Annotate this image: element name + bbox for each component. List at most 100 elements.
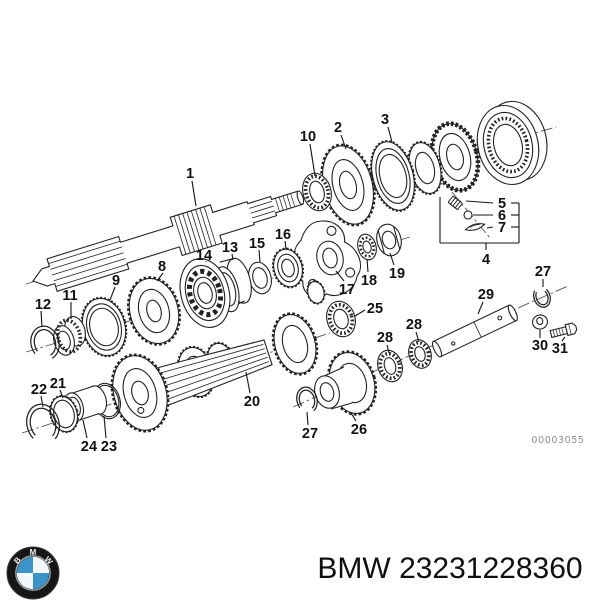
part-7-key xyxy=(464,223,486,231)
callout-17: 17 xyxy=(339,282,355,298)
callout-24: 24 xyxy=(81,439,97,455)
callout-10: 10 xyxy=(300,129,316,145)
part-29-idler-shaft xyxy=(431,304,518,358)
callout-28: 28 xyxy=(377,330,393,346)
leader-line xyxy=(366,258,369,273)
leader-line xyxy=(82,419,88,439)
leader-line xyxy=(465,200,494,204)
part-6-ball xyxy=(463,210,473,220)
callout-12: 12 xyxy=(35,297,51,313)
part-31-bolt xyxy=(549,322,578,339)
leader-line xyxy=(258,249,261,263)
callout-19: 19 xyxy=(389,266,405,282)
callout-2: 2 xyxy=(334,120,342,136)
part-18-washer xyxy=(357,233,377,261)
callout-29: 29 xyxy=(478,287,494,303)
leader-line xyxy=(306,411,309,426)
leader-line xyxy=(486,226,494,229)
part-22-snap-ring xyxy=(26,403,60,445)
logo-letter-m: M xyxy=(30,548,37,557)
leader-line xyxy=(415,331,420,343)
part-19-collar-nut xyxy=(376,223,402,257)
bmw-logo: B M W xyxy=(6,546,60,600)
callout-8: 8 xyxy=(158,259,166,275)
leader-line xyxy=(309,143,316,177)
leader-line xyxy=(335,270,345,282)
leader-line xyxy=(561,336,566,342)
callout-13: 13 xyxy=(222,240,238,256)
leader-line xyxy=(231,253,234,261)
callout-31: 31 xyxy=(552,341,568,357)
logo-letter-b: B xyxy=(12,555,23,565)
part-5-spring xyxy=(447,195,463,211)
leader-line xyxy=(109,286,116,301)
logo-quadrant-br xyxy=(33,573,50,590)
part-25-needle-bearing xyxy=(326,300,356,338)
part-16-nut xyxy=(271,247,305,289)
part-28-needle-bearing-b xyxy=(408,339,432,369)
leader-line xyxy=(387,126,393,143)
callout-9: 9 xyxy=(112,273,120,289)
logo-letter-w: W xyxy=(43,555,55,567)
part-4-hub xyxy=(407,140,443,196)
callout-6: 6 xyxy=(498,208,506,224)
leader-line xyxy=(284,240,287,250)
leader-line xyxy=(156,272,164,282)
part-14-ball-bearing xyxy=(179,258,231,328)
callout-4: 4 xyxy=(482,252,490,268)
part-8-gear xyxy=(126,276,182,346)
leader-line xyxy=(40,310,43,328)
part-30-lock-plate xyxy=(531,314,549,330)
leader-line xyxy=(350,412,357,422)
callout-22: 22 xyxy=(31,382,47,398)
callout-23: 23 xyxy=(101,439,117,455)
callout-27: 27 xyxy=(302,426,318,442)
leader-line xyxy=(386,344,390,354)
part-28-needle-bearing-a xyxy=(377,349,403,383)
leader-line xyxy=(389,252,395,266)
callout-16: 16 xyxy=(275,227,291,243)
callout-5: 5 xyxy=(498,196,506,212)
callout-18: 18 xyxy=(361,273,377,289)
callout-27: 27 xyxy=(535,264,551,280)
leader-line xyxy=(103,415,107,439)
part-17-output-flange xyxy=(293,220,361,305)
callout-20: 20 xyxy=(244,394,260,410)
logo-quadrant-tl xyxy=(16,556,33,573)
leader-line xyxy=(40,395,44,408)
part-4-sleeve xyxy=(476,100,548,186)
callout-15: 15 xyxy=(249,236,265,252)
callout-21: 21 xyxy=(50,376,66,392)
part-27-snap-ring-front xyxy=(296,386,318,414)
brand-name: BMW xyxy=(317,552,391,585)
callout-28: 28 xyxy=(406,317,422,333)
part-3-synchro-ring xyxy=(369,140,417,212)
part-21-synchro-ring xyxy=(49,394,79,434)
callout-30: 30 xyxy=(532,338,548,354)
part-20-countershaft xyxy=(110,312,319,433)
part-2-gear xyxy=(320,143,376,227)
part-number: 23231228360 xyxy=(399,552,583,585)
callout-14: 14 xyxy=(196,248,212,264)
part-12-snap-ring xyxy=(30,325,60,361)
callout-11: 11 xyxy=(62,288,77,304)
part-26-gear xyxy=(314,350,378,416)
part-number-caption: BMW 23231228360 xyxy=(300,552,600,586)
leader-line xyxy=(354,309,366,317)
callout-3: 3 xyxy=(381,112,389,128)
callout-26: 26 xyxy=(351,422,367,438)
watermark-code: 00003055 xyxy=(531,435,584,446)
leader-line xyxy=(191,180,197,207)
callout-1: 1 xyxy=(186,166,194,182)
part-10-needle-bearing xyxy=(302,172,332,212)
part-11-needle-bearing xyxy=(53,316,86,356)
part-27-snap-ring-rear xyxy=(533,286,551,308)
logo-quadrant-bl xyxy=(16,573,33,590)
part-1-input-shaft xyxy=(32,190,305,292)
leader-line xyxy=(340,134,347,150)
leader-line xyxy=(59,389,64,399)
callout-7: 7 xyxy=(498,220,506,236)
